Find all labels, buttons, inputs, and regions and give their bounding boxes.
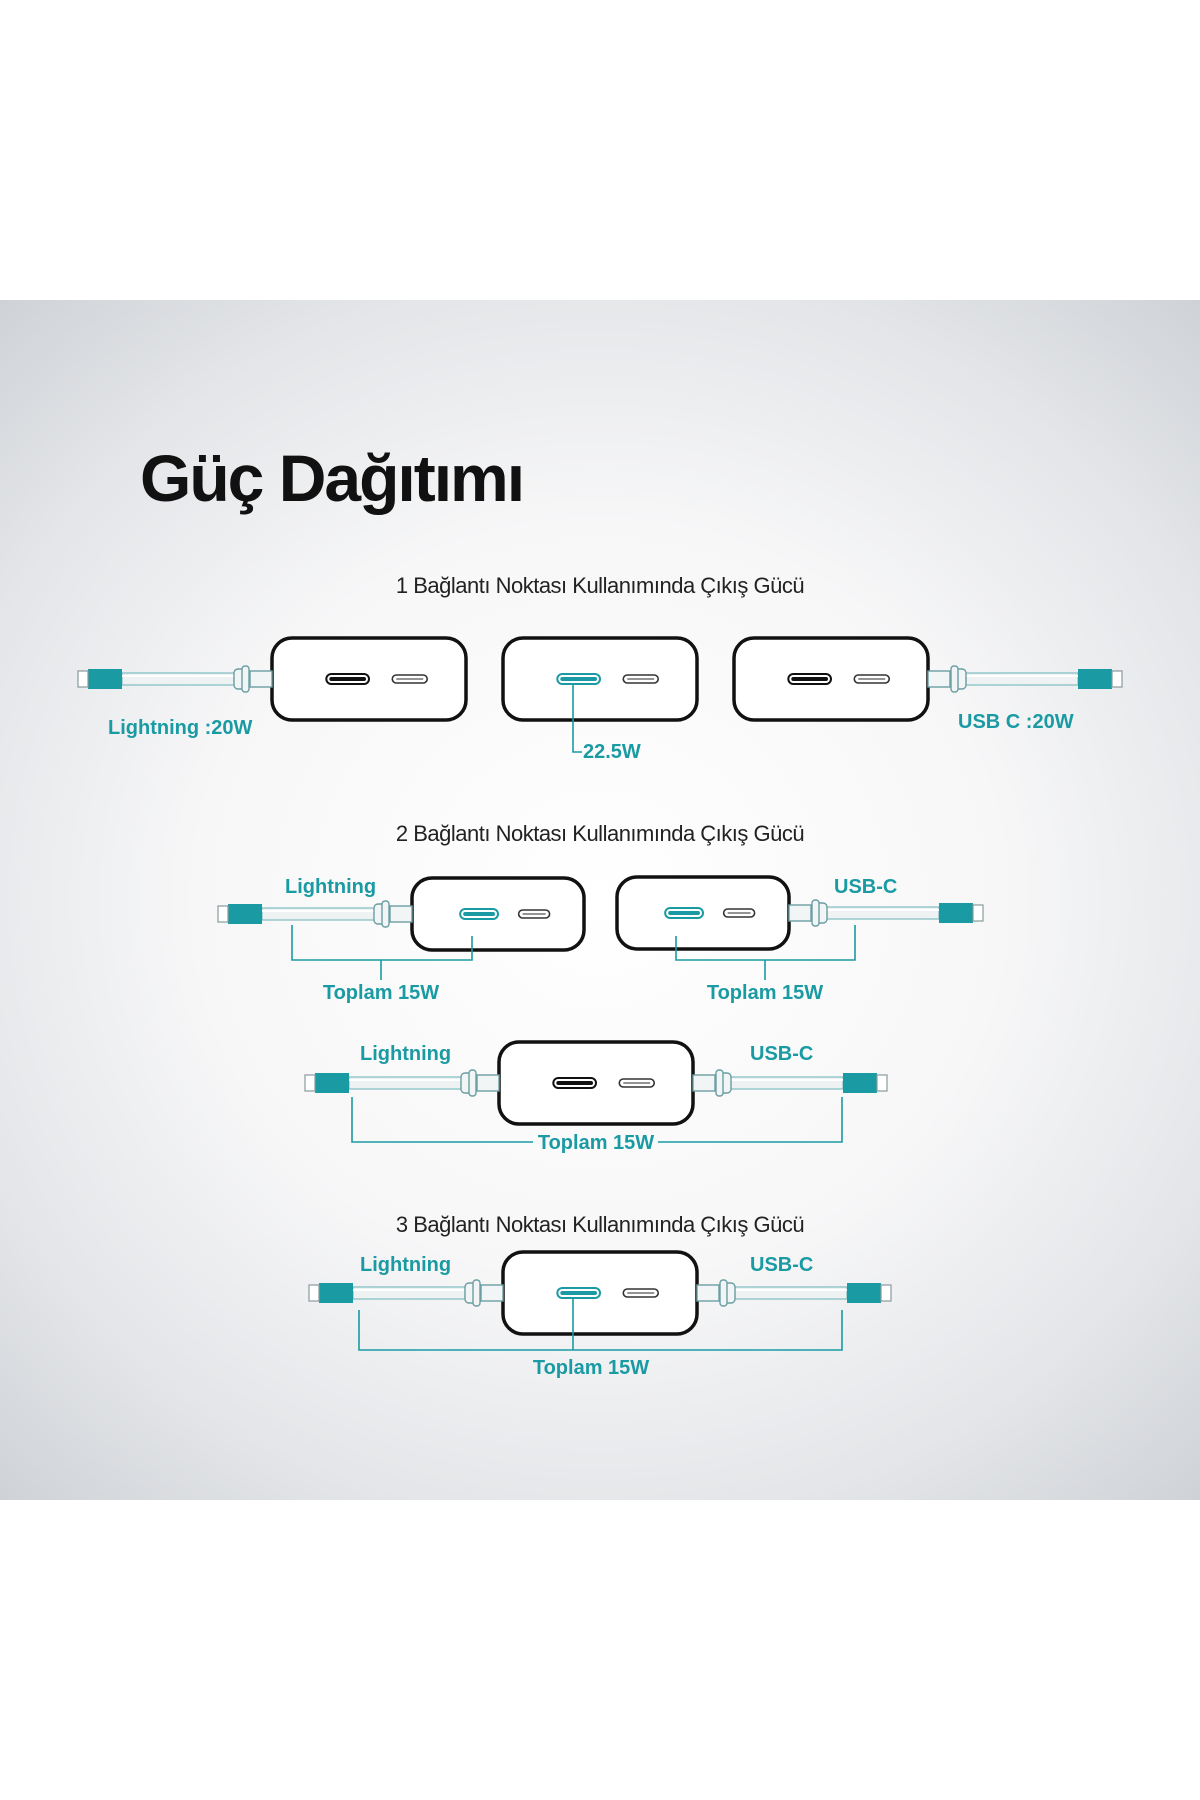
- lightning-label: Lightning: [360, 1043, 451, 1065]
- port-pointer-line: [572, 684, 582, 753]
- lightning-label: Lightning: [285, 876, 376, 898]
- power-bank-3: [501, 1250, 699, 1336]
- usb-c-20w-label: USB C :20W: [958, 711, 1074, 733]
- total-15w-label: Toplam 15W: [323, 982, 439, 1004]
- total-15w-label: Toplam 15W: [538, 1132, 654, 1154]
- total-bracket: [358, 1310, 843, 1351]
- section-1-heading: 1 Bağlantı Noktası Kullanımında Çıkış Gü…: [395, 573, 805, 598]
- section-3-heading: 3 Bağlantı Noktası Kullanımında Çıkış Gü…: [395, 1212, 805, 1237]
- section-2-heading: 2 Bağlantı Noktası Kullanımında Çıkış Gü…: [395, 821, 805, 846]
- lightning-cable: [217, 900, 413, 928]
- usb-c-cable: [692, 1069, 888, 1097]
- usb-c-cable: [927, 665, 1123, 693]
- total-15w-label: Toplam 15W: [533, 1357, 649, 1379]
- usb-c-label: USB-C: [750, 1043, 813, 1065]
- total-15w-label: Toplam 15W: [707, 982, 823, 1004]
- lightning-20w-label: Lightning :20W: [108, 717, 253, 739]
- lightning-cable: [304, 1069, 500, 1097]
- power-bank-2c: [497, 1040, 695, 1126]
- power-bank-1a: [270, 636, 468, 722]
- total-bracket: [291, 925, 473, 961]
- infographic-panel: Güç Dağıtımı 1 Bağlantı Noktası Kullanım…: [0, 300, 1200, 1500]
- total-bracket: [658, 1097, 843, 1143]
- usb-c-label: USB-C: [750, 1254, 813, 1276]
- power-bank-2a: [410, 876, 586, 952]
- power-bank-1c: [732, 636, 930, 722]
- lightning-cable: [77, 665, 273, 693]
- page-title: Güç Dağıtımı: [140, 441, 525, 515]
- power-bank-2b: [615, 875, 791, 951]
- lightning-label: Lightning: [360, 1254, 451, 1276]
- usb-c-22-5w-label: 22.5W: [583, 741, 641, 763]
- usb-c-cable: [696, 1279, 892, 1307]
- usb-c-cable: [788, 899, 984, 927]
- usb-c-label: USB-C: [834, 876, 897, 898]
- lightning-cable: [308, 1279, 504, 1307]
- power-bank-1b: [501, 636, 699, 722]
- total-bracket: [351, 1097, 533, 1143]
